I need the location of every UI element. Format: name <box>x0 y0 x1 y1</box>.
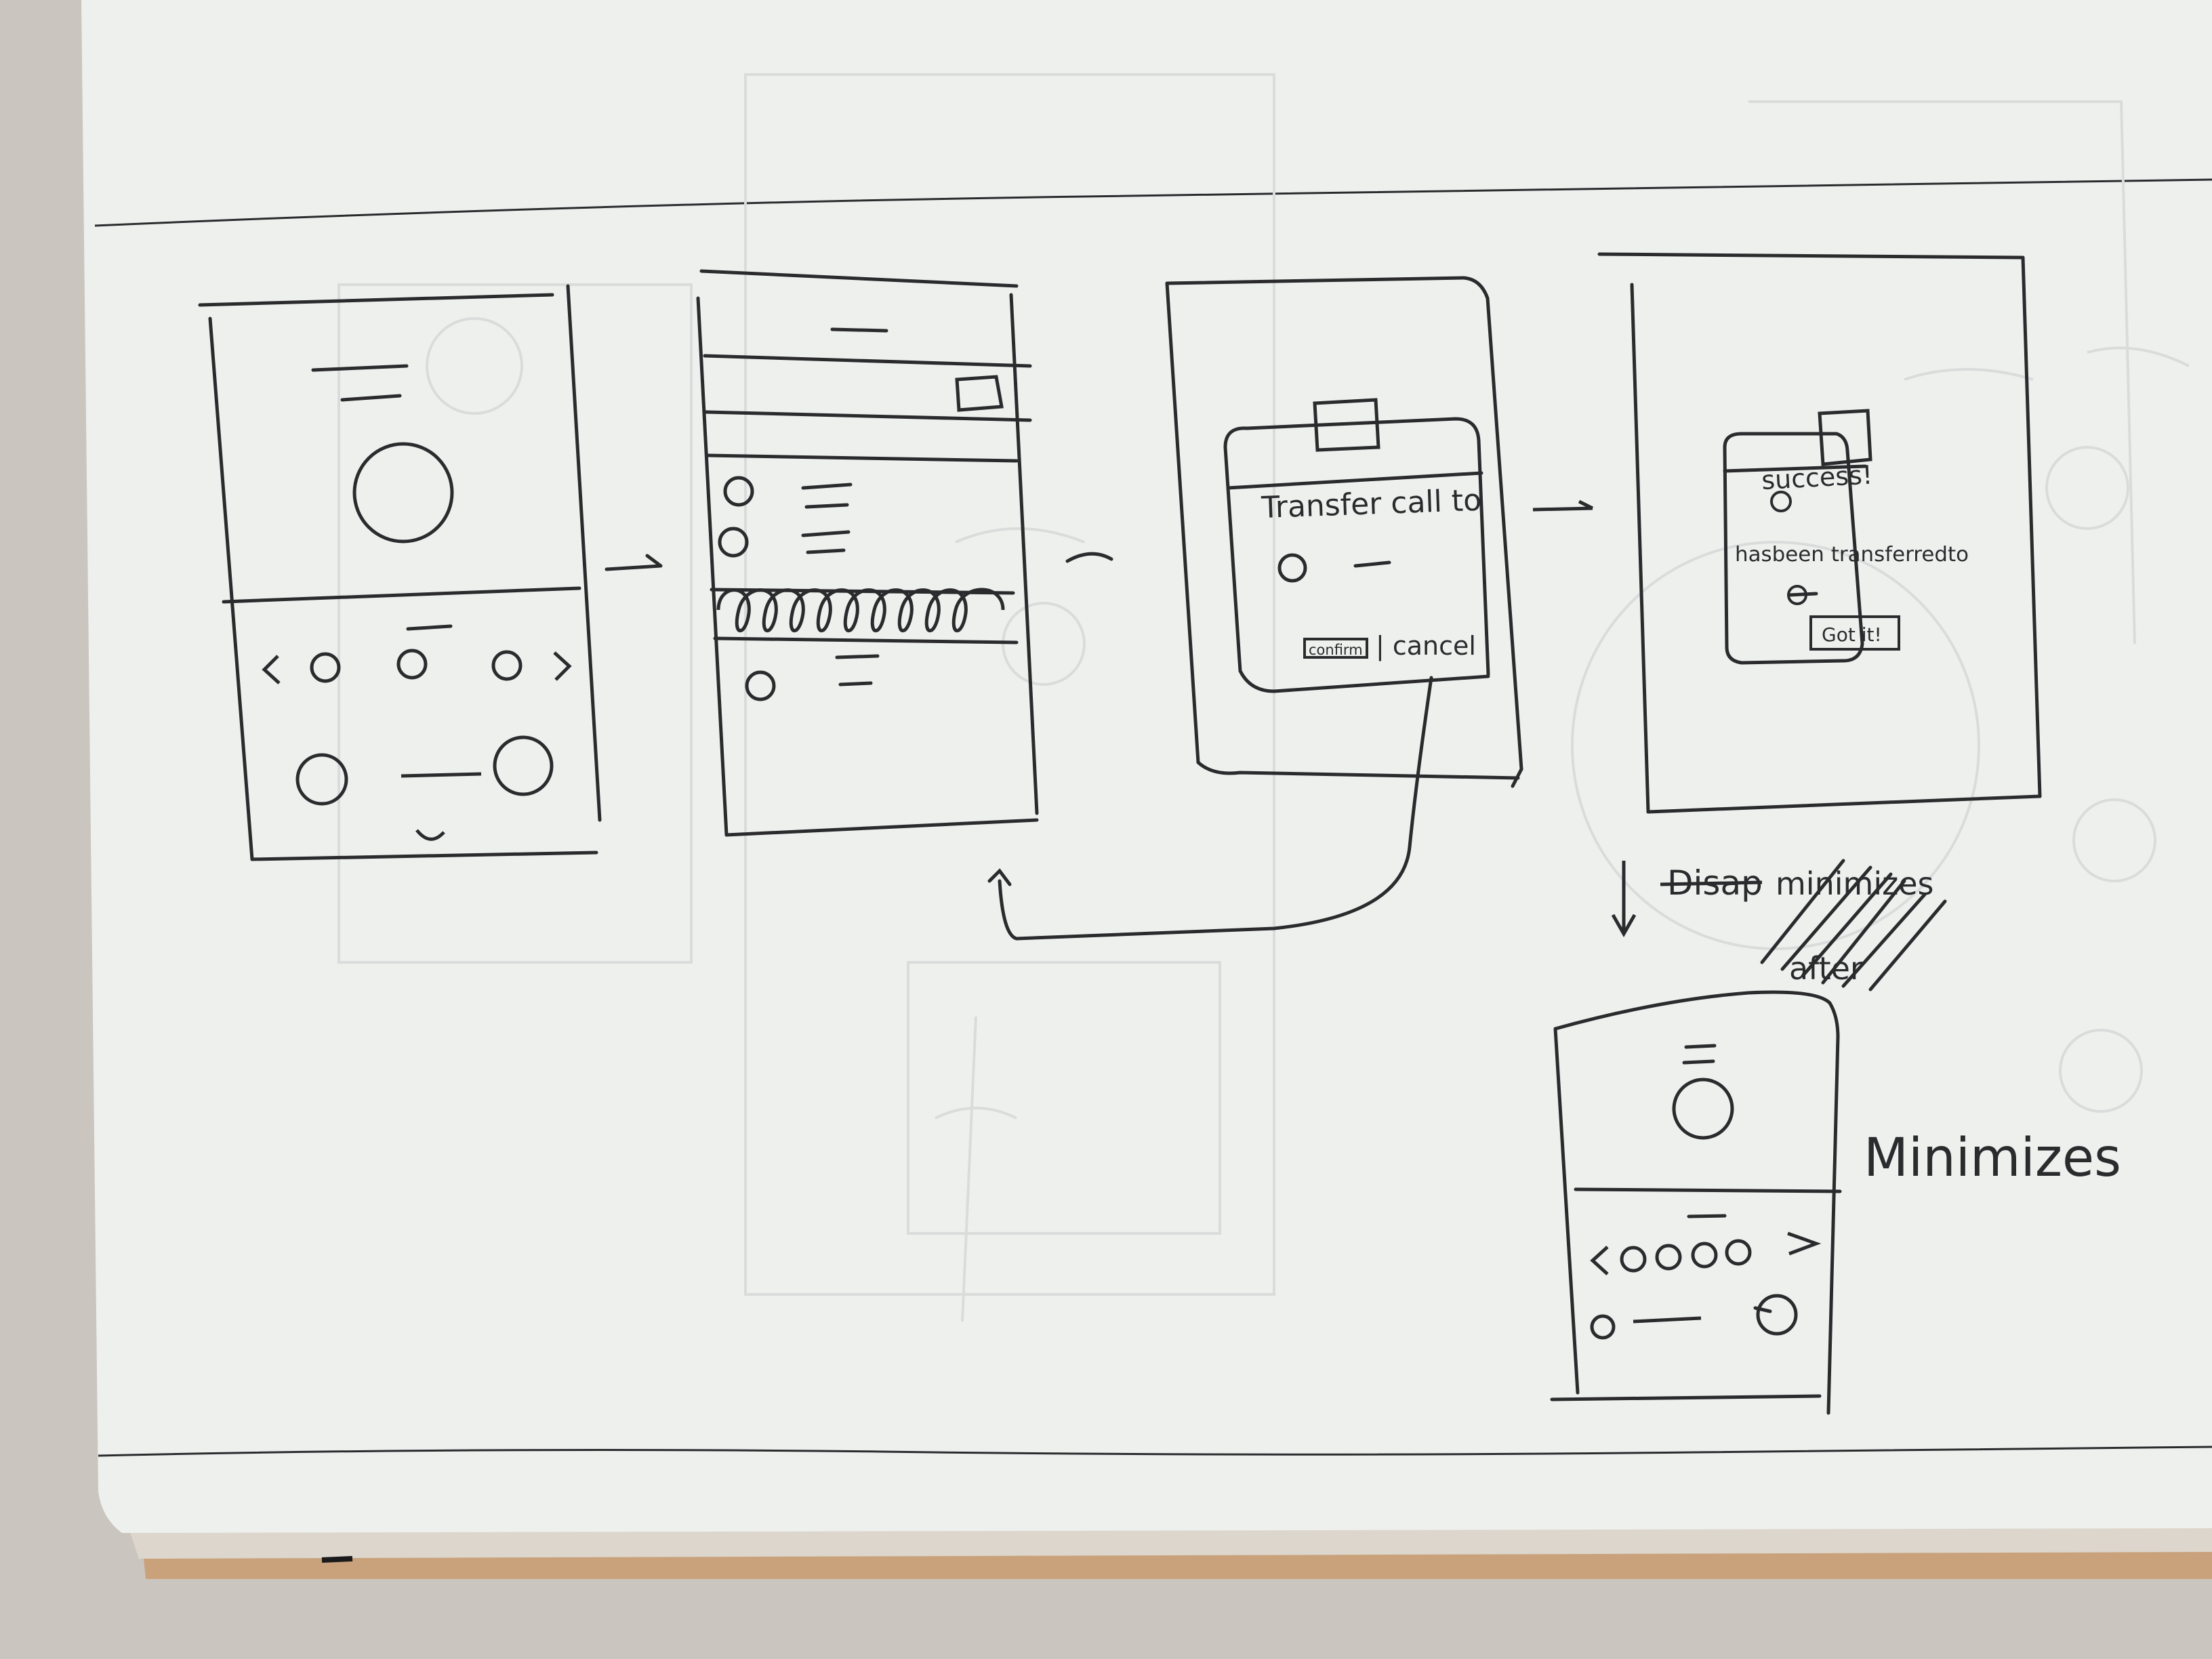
chevron-left-icon[interactable] <box>262 655 281 684</box>
avatar-circle-icon <box>352 442 454 544</box>
call-icon[interactable] <box>955 375 1004 412</box>
transfer-dialog <box>1223 398 1490 693</box>
notebook-page-edge <box>129 1525 2212 1579</box>
carousel-dot-icon <box>1655 1244 1682 1271</box>
return-arrow <box>987 676 1433 941</box>
contact-circle-icon <box>1277 553 1307 583</box>
frame-success-screen <box>1597 252 2042 814</box>
carousel-dot-icon <box>1725 1239 1752 1266</box>
slider-line <box>1633 1316 1702 1324</box>
chevron-left-icon[interactable] <box>1590 1246 1609 1275</box>
contact-circle-icon[interactable] <box>723 476 754 507</box>
carousel-dot-icon <box>1620 1246 1647 1273</box>
chevron-down-icon[interactable] <box>415 829 445 841</box>
mute-circle-icon[interactable] <box>1590 1314 1616 1340</box>
contact-circle-icon[interactable] <box>745 670 776 701</box>
page-rule-top <box>94 178 2212 227</box>
contact-circle-icon <box>1787 585 1807 605</box>
success-dialog-body: hasbeen transferredto <box>1735 543 1969 567</box>
flow-arrow-right <box>1532 499 1594 512</box>
confirm-button-label: confirm <box>1309 642 1363 658</box>
mute-circle-icon[interactable] <box>295 753 348 806</box>
cancel-button[interactable]: | cancel <box>1376 631 1476 661</box>
transfer-dialog-title: Transfer call to <box>1261 483 1482 525</box>
carousel-dot-icon <box>491 650 523 681</box>
contact-circle-icon <box>1770 491 1792 512</box>
frame-transfer-screen <box>1165 276 1523 788</box>
flow-arrow-down <box>1611 861 1637 938</box>
carousel-dot-icon <box>310 652 341 683</box>
notebook-paper <box>81 0 2212 1533</box>
success-dialog-title: success! <box>1761 459 1873 495</box>
got-it-button-label: Got it! <box>1822 623 1882 646</box>
scribble-out-marks <box>1760 859 1947 991</box>
end-call-circle-icon[interactable] <box>493 735 554 796</box>
success-dialog <box>1723 409 1872 665</box>
got-it-button[interactable] <box>1809 615 1900 651</box>
contact-circle-icon[interactable] <box>718 527 749 558</box>
minimizes-note: Minimizes <box>1864 1128 2121 1189</box>
avatar-circle-icon <box>1672 1078 1734 1140</box>
carousel-dot-icon <box>396 649 428 680</box>
chevron-right-icon[interactable] <box>553 651 572 681</box>
scribble-highlight-icon <box>716 588 1005 633</box>
strike-through-line <box>1660 880 1763 886</box>
chevron-right-icon[interactable] <box>1787 1231 1822 1256</box>
confirm-button[interactable] <box>1303 638 1368 659</box>
end-call-circle-icon[interactable] <box>1756 1294 1798 1336</box>
frame-minimized-screen <box>1550 990 1842 1415</box>
carousel-dot-icon <box>1691 1242 1718 1269</box>
frame-call-screen <box>198 284 663 861</box>
page-rule-bottom <box>98 1446 2212 1457</box>
slider-line <box>401 772 482 778</box>
